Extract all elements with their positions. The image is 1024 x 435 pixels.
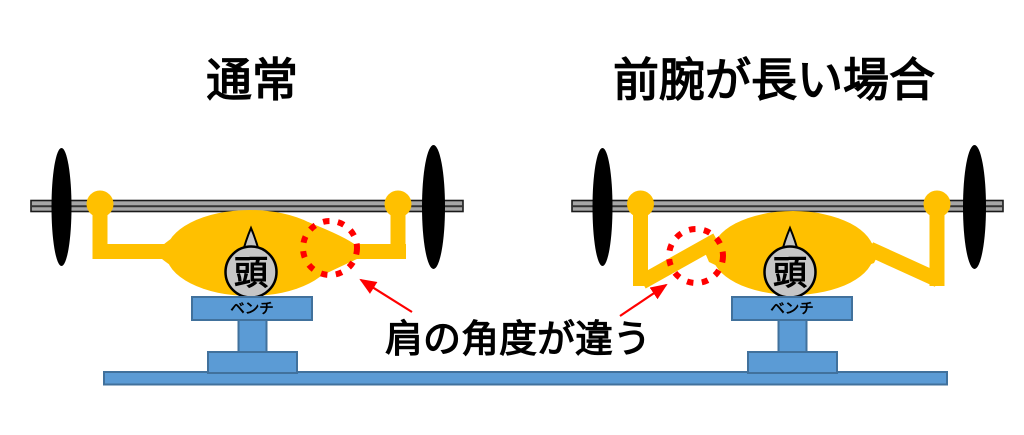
barbell-plate-left [51, 148, 72, 266]
shoulder-angle-annotation: 肩の角度が違う [359, 278, 668, 361]
long-forearm-title: 前腕が長い場合 [613, 54, 935, 106]
shoulder-highlight-circle [300, 218, 360, 278]
barbell-plate-right [422, 145, 445, 269]
bench-post [237, 319, 268, 353]
annotation-text: 肩の角度が違う [385, 318, 651, 361]
forearm-left [633, 204, 648, 286]
hand-grip-right [923, 190, 951, 218]
barbell-plate-right [963, 145, 986, 269]
bench-base [747, 351, 838, 374]
floor [103, 371, 948, 386]
annotation-arrow-right [619, 283, 668, 317]
barbell-plate-left [592, 148, 613, 266]
hand-grip-left [627, 190, 654, 218]
normal-figure: 通常 頭 ベンチ [30, 54, 464, 374]
bench-label: ベンチ [230, 301, 274, 318]
upper-arm-right [866, 242, 942, 287]
long-forearm-figure: 前腕が長い場合 頭 ベンチ [571, 54, 1004, 374]
bench-base [207, 351, 298, 374]
upper-arm-left [638, 233, 721, 289]
hand-grip-right [384, 190, 412, 218]
normal-title: 通常 [206, 54, 298, 106]
upper-arm-left [92, 244, 167, 259]
bench-post [777, 319, 808, 353]
bench-label: ベンチ [770, 301, 814, 318]
head-label: 頭 [773, 255, 808, 293]
head-label: 頭 [234, 255, 269, 293]
hand-grip-left [86, 190, 114, 218]
shoulder-highlight-circle [666, 226, 726, 286]
forearm-right [929, 204, 945, 286]
annotation-arrow-left [359, 278, 413, 313]
